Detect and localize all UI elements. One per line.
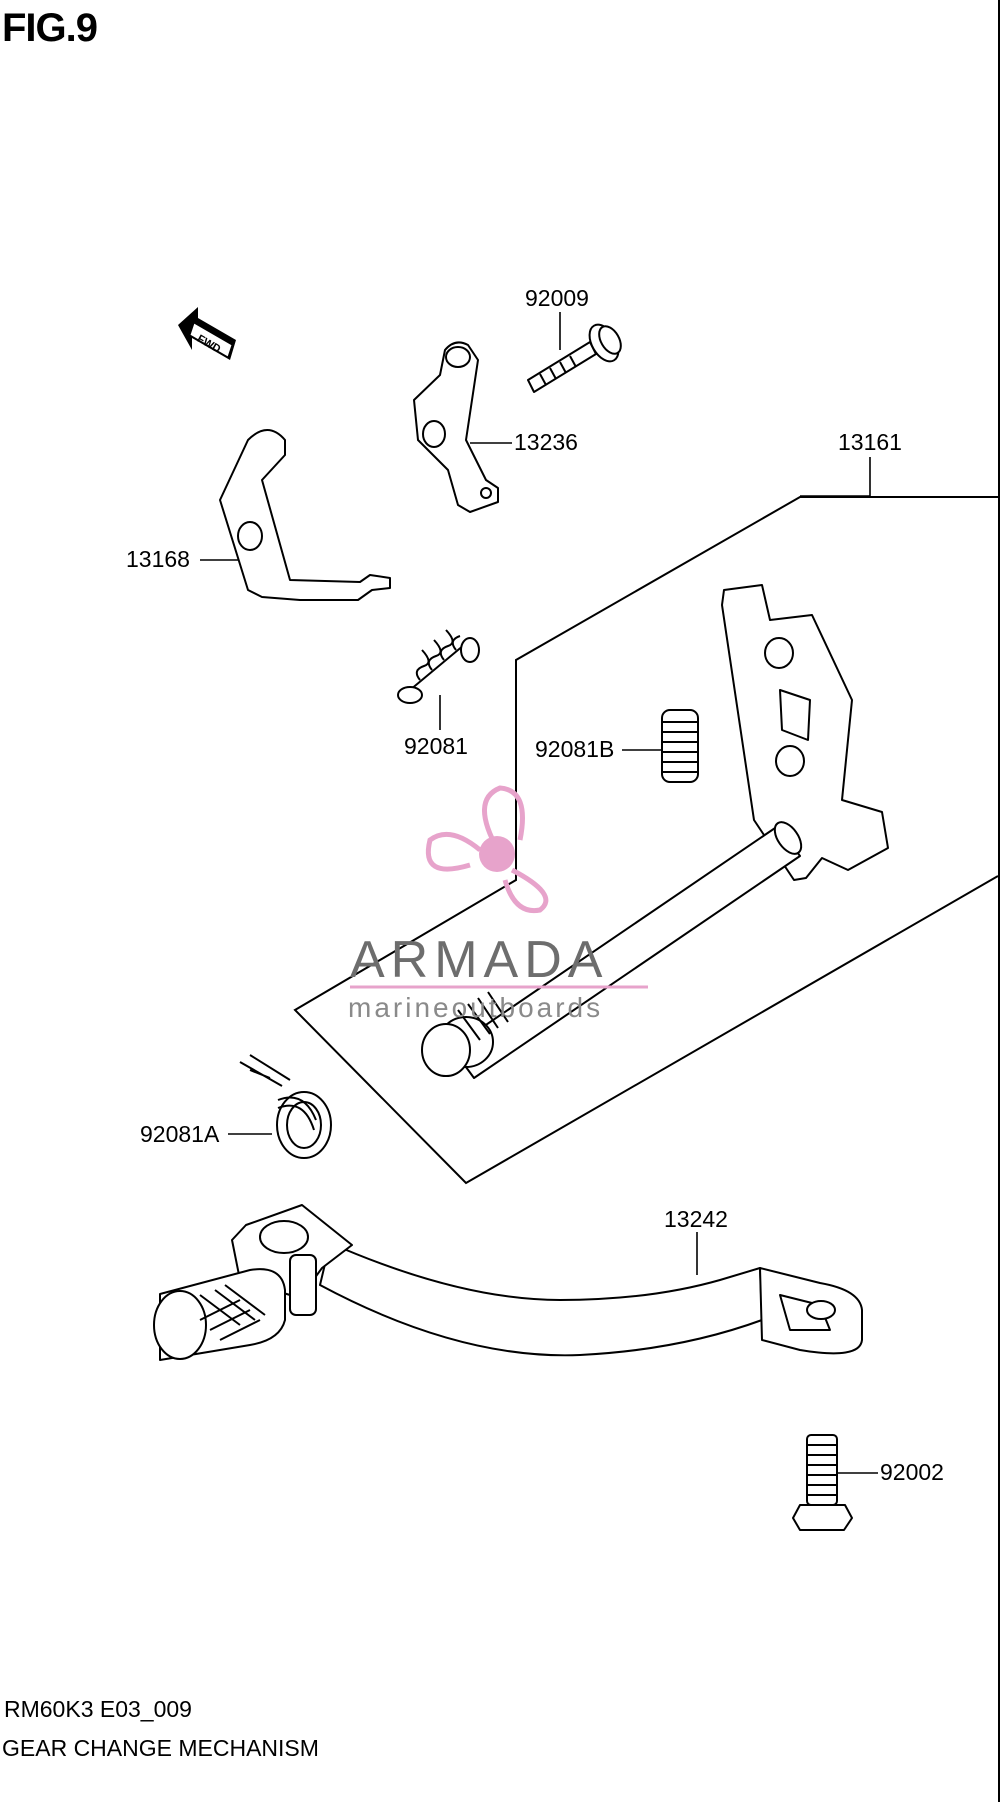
part-92009-bolt <box>527 323 622 393</box>
part-13236-bracket <box>413 341 499 513</box>
diagram-code: RM60K3 E03_009 <box>4 1696 192 1722</box>
part-13242-lever <box>153 1204 863 1361</box>
label-92081: 92081 <box>404 733 468 759</box>
watermark-brand: ARMADA <box>350 931 608 989</box>
propeller-hub-icon <box>479 836 515 872</box>
label-13236: 13236 <box>514 429 578 455</box>
fwd-arrow-icon: FWD <box>178 307 236 360</box>
part-92002-bolt <box>792 1434 853 1531</box>
figure-title: FIG.9 <box>2 6 98 50</box>
label-92081B: 92081B <box>535 736 614 762</box>
label-92081A: 92081A <box>140 1121 220 1147</box>
diagram-caption: GEAR CHANGE MECHANISM <box>2 1735 319 1761</box>
leader-13161 <box>800 457 871 497</box>
label-13168: 13168 <box>126 546 190 572</box>
shift-shaft-outline <box>293 496 999 1185</box>
label-92002: 92002 <box>880 1459 944 1485</box>
part-13161-shaft <box>421 584 889 1079</box>
part-92081B-spring <box>661 709 699 783</box>
label-13161: 13161 <box>838 429 902 455</box>
part-92081A-spring <box>239 1054 332 1159</box>
armada-watermark-logo: ARMADA marineoutboards <box>348 785 648 1023</box>
part-92081-spring <box>397 629 480 704</box>
propeller-icon <box>426 785 549 914</box>
label-13242: 13242 <box>664 1206 728 1232</box>
part-13168-plate <box>219 429 391 601</box>
label-92009: 92009 <box>525 285 589 311</box>
watermark-tagline: marineoutboards <box>348 992 603 1023</box>
